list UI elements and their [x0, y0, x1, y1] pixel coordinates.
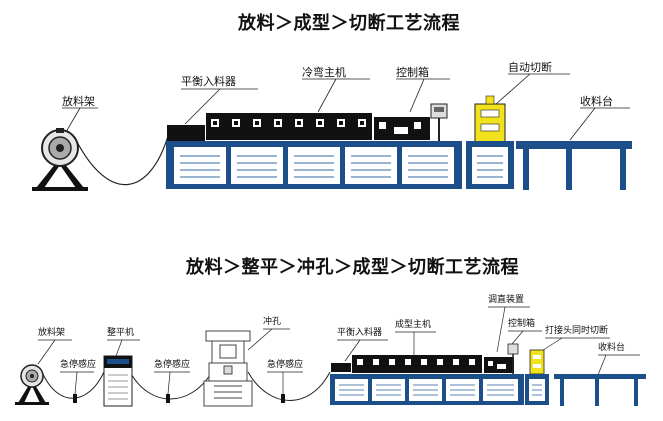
line1-control-box: [430, 103, 448, 141]
line1-strip: [75, 135, 169, 186]
line2-strip: [41, 371, 331, 401]
line2-title: 放料＞整平＞冲孔＞成型＞切断工艺流程: [186, 257, 519, 278]
line2-label-feeder: 平衡入料器: [337, 328, 383, 338]
line1-roll-former: [206, 113, 430, 140]
line2-label-straightener: 调直装置: [488, 295, 525, 305]
line2-label-sensor-3: 急停感应: [267, 360, 304, 370]
line2-label-cutter: 打接头同时切断: [545, 326, 609, 336]
line2-label-leveler: 整平机: [107, 328, 135, 338]
line1-base: [166, 141, 462, 189]
line2-leveler: [103, 355, 133, 407]
line2-cutter: [525, 349, 549, 405]
line1-label-feeder: 平衡入料器: [181, 75, 236, 88]
line2-label-punch: 冲孔: [263, 317, 282, 327]
line2-runout-table: [554, 374, 646, 406]
line2-label-sensor-2: 急停感应: [154, 360, 191, 370]
line2-sensors: [73, 394, 285, 403]
line1-auto-cutter: [466, 95, 514, 189]
line1-label-decoiler: 放料架: [62, 95, 95, 108]
line2-leader-lines: [37, 306, 640, 395]
line1-feeder: [167, 125, 205, 142]
line1-label-control-box: 控制箱: [396, 66, 429, 79]
line1-title: 放料＞成型＞切断工艺流程: [238, 13, 460, 34]
line1-decoiler: [32, 128, 88, 191]
line1-label-auto-cutter: 自动切断: [508, 61, 552, 74]
line2-label-runout-table: 收料台: [598, 343, 626, 353]
line1-leader-lines: [62, 73, 630, 141]
line2-label-main-former: 成型主机: [395, 320, 432, 330]
line2-punch-press: [203, 330, 253, 407]
line2-label-decoiler: 放料架: [38, 328, 66, 338]
line1-label-runout-table: 收料台: [580, 95, 613, 108]
line2-decoiler: [15, 364, 49, 405]
line2-label-control-box: 控制箱: [508, 319, 536, 329]
line1-label-roll-former: 冷弯主机: [302, 66, 346, 79]
line2-label-sensor-1: 急停感应: [60, 360, 97, 370]
line1-runout-table: [516, 141, 632, 190]
line2-main-former: [330, 343, 524, 405]
